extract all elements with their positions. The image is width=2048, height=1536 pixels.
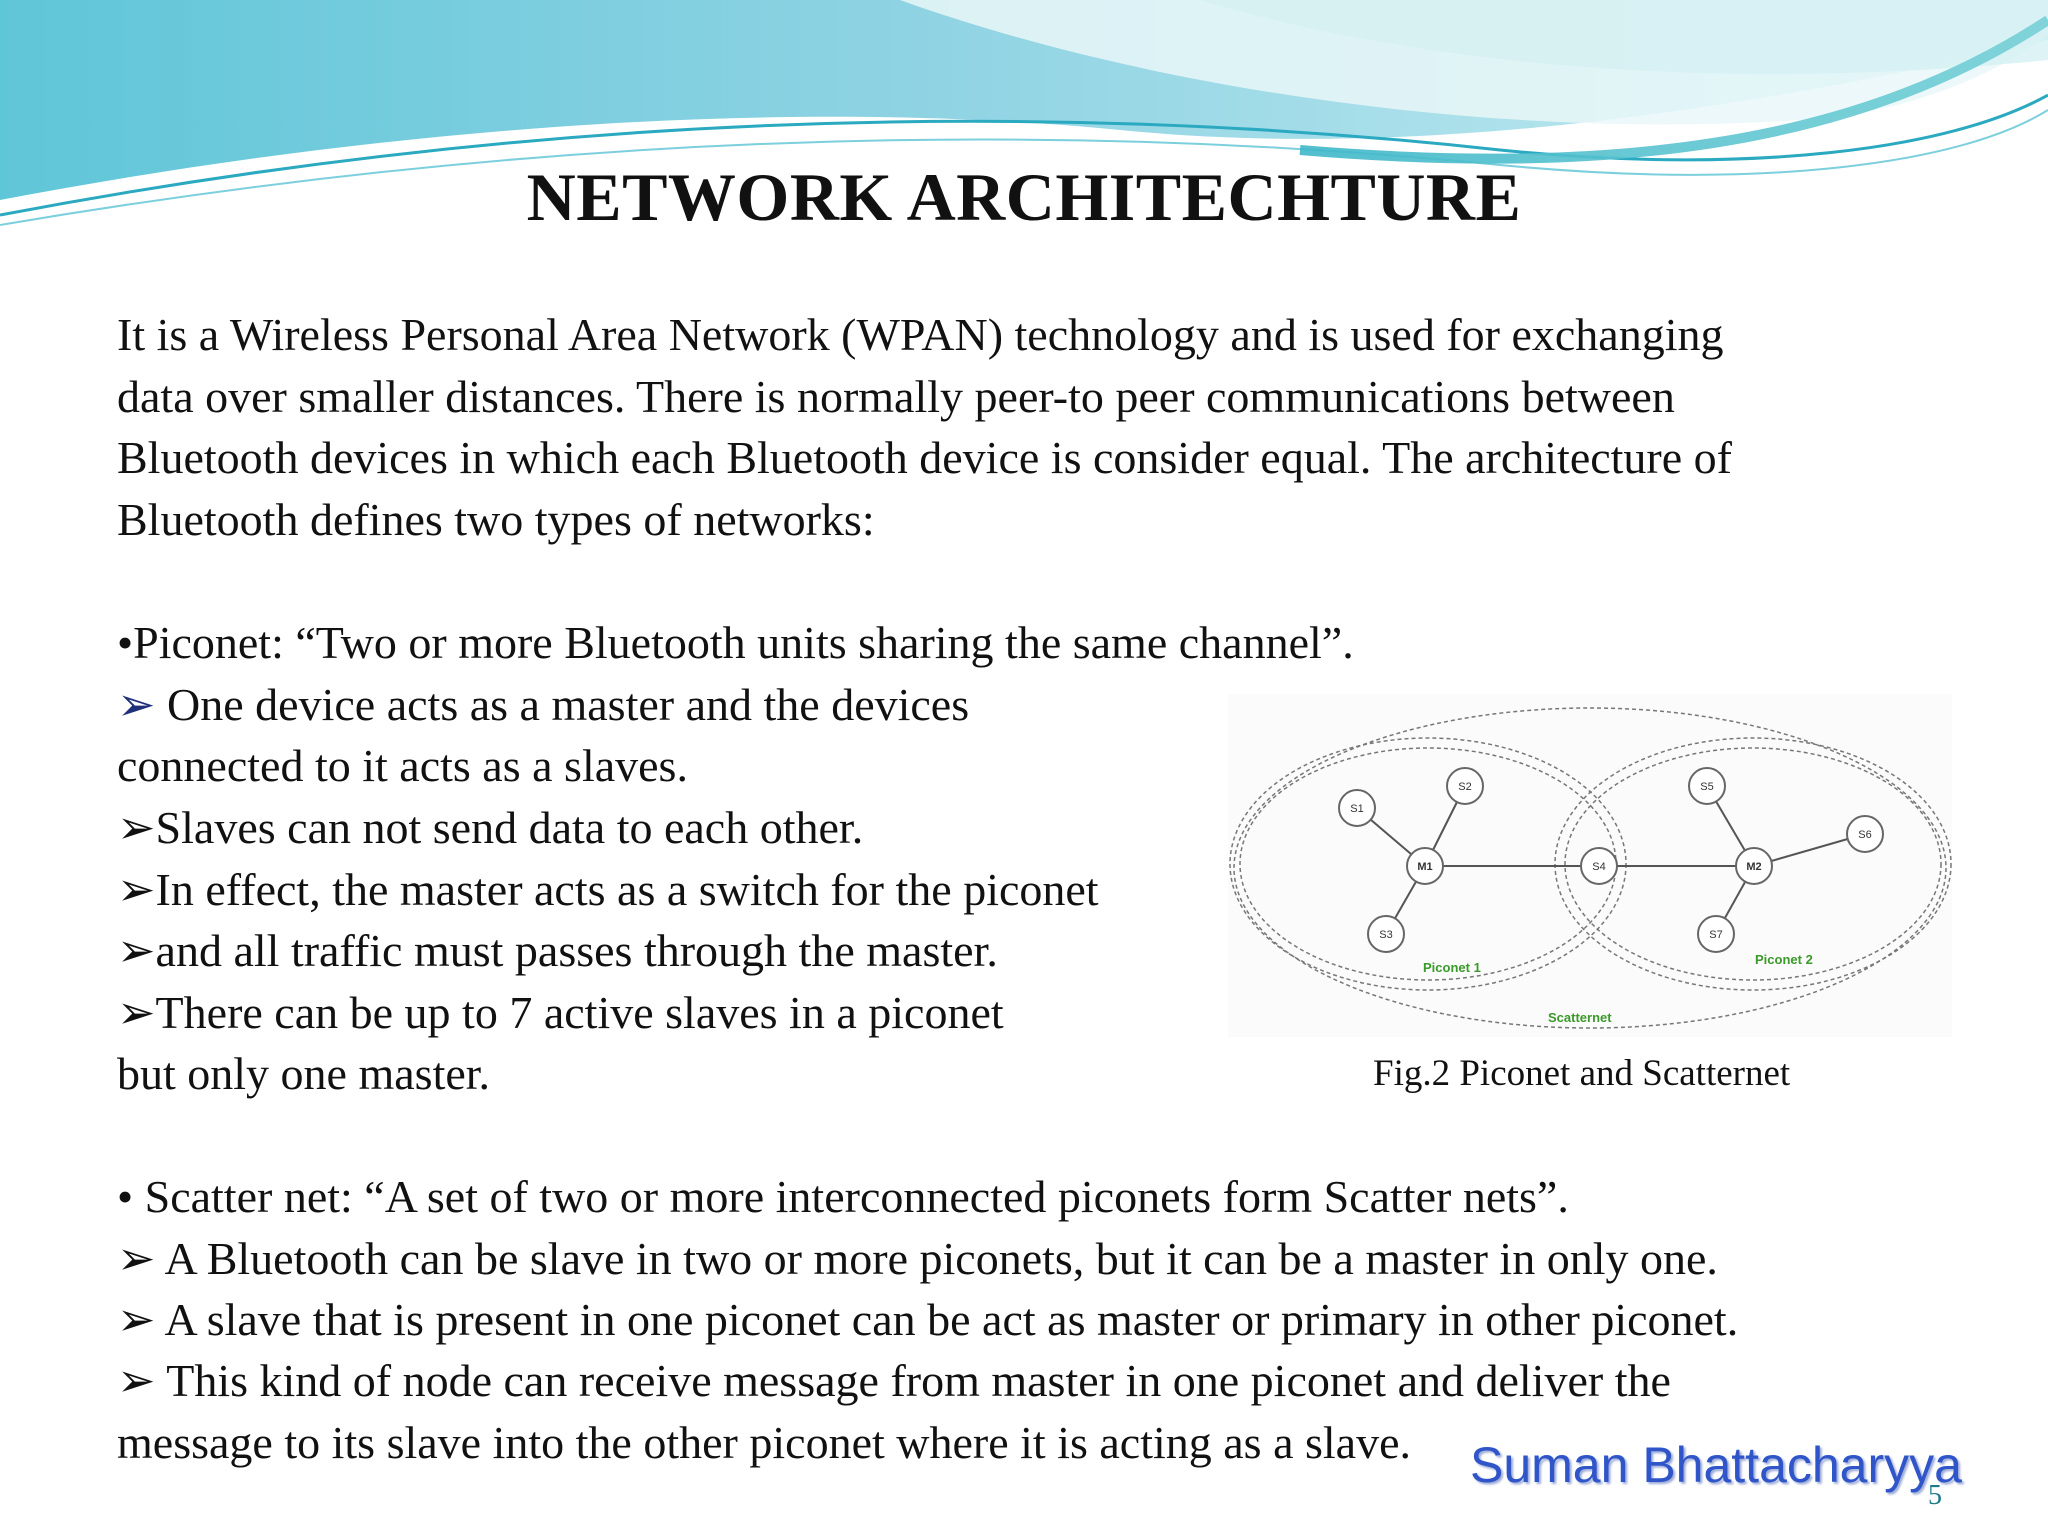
piconet-bullet-3: ➢In effect, the master acts as a switch … [117, 867, 1099, 913]
piconet-heading: •Piconet: “Two or more Bluetooth units s… [117, 617, 1354, 668]
scatternet-bullet-1-text: A Bluetooth can be slave in two or more … [155, 1233, 1718, 1284]
scatternet-bullet-1: ➢ A Bluetooth can be slave in two or mor… [117, 1236, 1718, 1282]
arrow-bullet-icon: ➢ [117, 925, 156, 976]
header-wave-decoration [0, 0, 2048, 226]
node-label: M1 [1417, 861, 1432, 873]
scatternet-bullet-3-cont: message to its slave into the other pico… [117, 1417, 1412, 1468]
scatternet-heading: • Scatter net: “A set of two or more int… [117, 1171, 1569, 1222]
piconet2-label: Piconet 2 [1755, 952, 1813, 967]
scatternet-bullet-3-text: This kind of node can receive message fr… [155, 1355, 1671, 1406]
arrow-bullet-icon: ➢ [117, 1294, 156, 1345]
scatternet-bullet-2: ➢ A slave that is present in one piconet… [117, 1297, 1738, 1343]
arrow-bullet-icon: ➢ [117, 987, 156, 1038]
node-label: M2 [1746, 861, 1761, 873]
node-label: S2 [1458, 781, 1471, 793]
intro-line-4: Bluetooth defines two types of networks: [117, 494, 875, 545]
piconet-bullet-4-text: and all traffic must passes through the … [155, 925, 998, 976]
piconet2-boundary [1554, 737, 1952, 991]
piconet-bullet-1-text: One device acts as a master and the devi… [155, 679, 970, 730]
piconet1-boundary [1229, 737, 1627, 991]
arrow-bullet-icon: ➢ [117, 679, 156, 730]
piconet-bullet-5: ➢There can be up to 7 active slaves in a… [117, 990, 1004, 1036]
scatternet-diagram: S1 S2 M1 S3 S4 S5 M2 S6 S7 Piconet 1 Pic… [1229, 707, 1952, 1029]
intro-line-1: It is a Wireless Personal Area Network (… [117, 309, 1724, 360]
arrow-bullet-icon: ➢ [117, 802, 156, 853]
piconet-bullet-3-text: In effect, the master acts as a switch f… [155, 864, 1099, 915]
author-watermark: Suman Bhattacharyya [1470, 1437, 1962, 1493]
scatternet-bullet-3: ➢ This kind of node can receive message … [117, 1358, 1671, 1404]
scatternet-figure: S1 S2 M1 S3 S4 S5 M2 S6 S7 Piconet 1 Pic… [1228, 694, 1952, 1037]
page-number: 5 [1928, 1480, 1942, 1511]
scatternet-boundary [1233, 707, 1947, 1029]
arrow-bullet-icon: ➢ [117, 1233, 156, 1284]
piconet-bullet-2: ➢Slaves can not send data to each other. [117, 805, 863, 851]
arrow-bullet-icon: ➢ [117, 864, 156, 915]
slide-title: NETWORK ARCHITECHTURE [526, 159, 1522, 235]
node-label: S7 [1709, 929, 1722, 941]
piconet-bullet-4: ➢and all traffic must passes through the… [117, 928, 998, 974]
piconet1-label: Piconet 1 [1423, 960, 1481, 975]
scatternet-bullet-2-text: A slave that is present in one piconet c… [155, 1294, 1739, 1345]
intro-line-2: data over smaller distances. There is no… [117, 371, 1675, 422]
node-label: S3 [1379, 929, 1392, 941]
piconet-bullet-5-cont: but only one master. [117, 1048, 491, 1099]
node-label: S1 [1350, 803, 1363, 815]
piconet-bullet-2-text: Slaves can not send data to each other. [155, 802, 864, 853]
node-label: S5 [1700, 781, 1713, 793]
node-label: S4 [1592, 861, 1605, 873]
arrow-bullet-icon: ➢ [117, 1355, 156, 1406]
piconet-bullet-1: ➢ One device acts as a master and the de… [117, 682, 969, 728]
intro-line-3: Bluetooth devices in which each Bluetoot… [117, 432, 1732, 483]
scatternet-label: Scatternet [1548, 1010, 1612, 1025]
figure-caption: Fig.2 Piconet and Scatternet [1373, 1053, 1791, 1094]
piconet-bullet-1-cont: connected to it acts as a slaves. [117, 740, 688, 791]
node-label: S6 [1858, 829, 1871, 841]
piconet-bullet-5-text: There can be up to 7 active slaves in a … [155, 987, 1004, 1038]
